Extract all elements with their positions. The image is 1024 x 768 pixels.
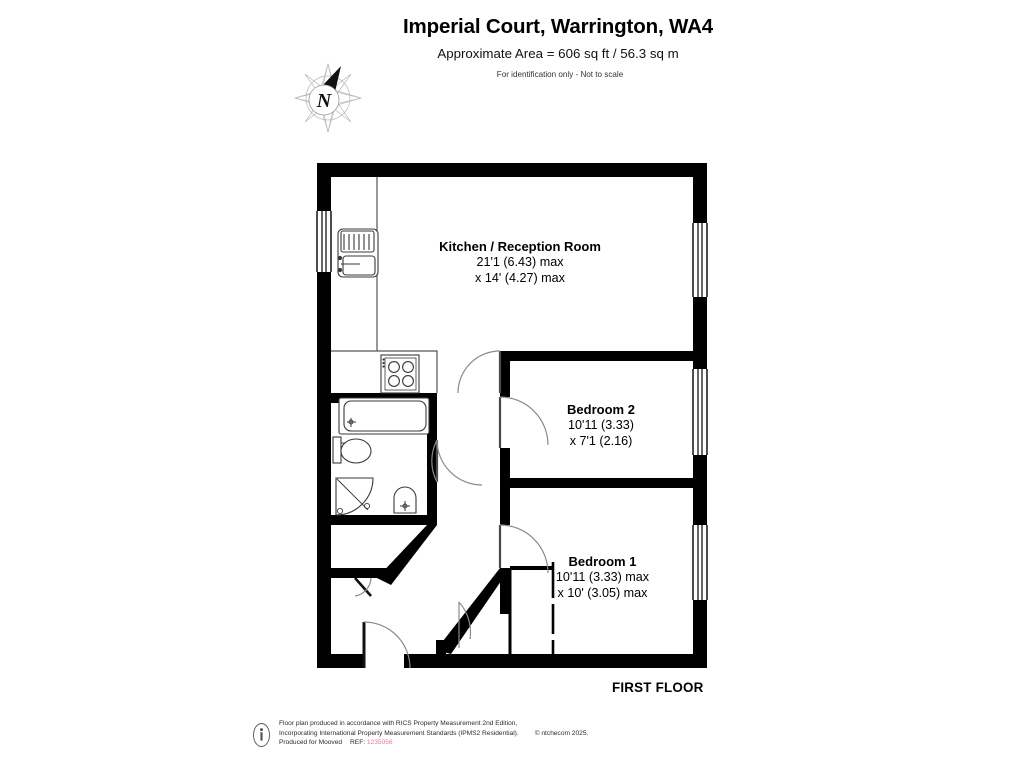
disclaimer-row: For identification only - Not to scale <box>0 64 1024 82</box>
room-name-kitchen: Kitchen / Reception Room <box>439 239 601 254</box>
room-dim-kitchen-metric: x 14' (4.27) max <box>475 270 565 285</box>
approximate-area: Approximate Area = 606 sq ft / 56.3 sq m <box>437 46 679 61</box>
door-cupboard <box>354 577 372 597</box>
footer-produced-for: Produced for Mooved <box>279 739 343 747</box>
hob-cooker-icon <box>380 354 420 394</box>
footer-ref-number: 1235056 <box>366 739 393 747</box>
footer: Floor plan produced in accordance with R… <box>253 719 793 759</box>
room-label-bedroom2: Bedroom 2 10'11 (3.33) x 7'1 (2.16) <box>531 401 671 449</box>
footer-text: Floor plan produced in accordance with R… <box>279 719 588 748</box>
page-title: Imperial Court, Warrington, WA4 <box>402 15 714 38</box>
room-name-bedroom2: Bedroom 2 <box>567 402 635 417</box>
door-bathroom <box>431 439 483 486</box>
bathtub-icon <box>338 397 430 435</box>
room-label-kitchen: Kitchen / Reception Room 21'1 (6.43) max… <box>395 238 645 286</box>
room-label-bedroom1: Bedroom 1 10'11 (3.33) max x 10' (3.05) … <box>520 553 685 601</box>
footer-copyright: © ntchecom 2025. <box>534 729 589 737</box>
door-entrance <box>362 621 411 669</box>
window-left <box>316 211 332 272</box>
room-dim-kitchen-imperial: 21'1 (6.43) max <box>476 255 564 269</box>
doors <box>354 350 549 669</box>
window-right-3 <box>692 525 708 600</box>
door-hall-inner <box>458 601 472 648</box>
disclaimer-text: For identification only - Not to scale <box>496 70 624 79</box>
toilet-icon <box>332 436 372 464</box>
window-right-2 <box>692 369 708 455</box>
door-kitchen-hall <box>457 350 502 394</box>
footer-line-1: Floor plan produced in accordance with R… <box>279 720 518 727</box>
interior-walls <box>331 351 693 658</box>
header-text-block: Imperial Court, Warrington, WA4 Approxim… <box>403 14 713 64</box>
footer-line-2-row: Incorporating International Property Mea… <box>279 729 588 739</box>
floor-level-label: FIRST FLOOR <box>612 680 704 695</box>
sink-with-drainer-icon <box>337 228 379 278</box>
rics-badge-icon <box>253 723 270 747</box>
room-name-bedroom1: Bedroom 1 <box>568 554 637 569</box>
compass-north-letter: N <box>316 90 333 112</box>
header: Imperial Court, Warrington, WA4 Approxim… <box>0 0 1024 82</box>
shower-quadrant-icon <box>335 477 374 516</box>
window-right-1 <box>692 223 708 297</box>
compass-rose-icon: N <box>291 60 365 136</box>
room-dim-bedroom2-imperial: 10'11 (3.33) <box>568 418 634 432</box>
footer-line-2: Incorporating International Property Mea… <box>279 729 519 737</box>
footer-line-3-row: Produced for Mooved REF: 1235056 <box>279 738 588 748</box>
room-dim-bedroom2-metric: x 7'1 (2.16) <box>569 433 633 448</box>
footer-ref-label: REF: <box>350 739 366 747</box>
room-dim-bedroom1-metric: x 10' (3.05) max <box>557 585 648 600</box>
washbasin-icon <box>393 486 417 514</box>
room-dim-bedroom1-imperial: 10'11 (3.33) max <box>555 570 650 584</box>
